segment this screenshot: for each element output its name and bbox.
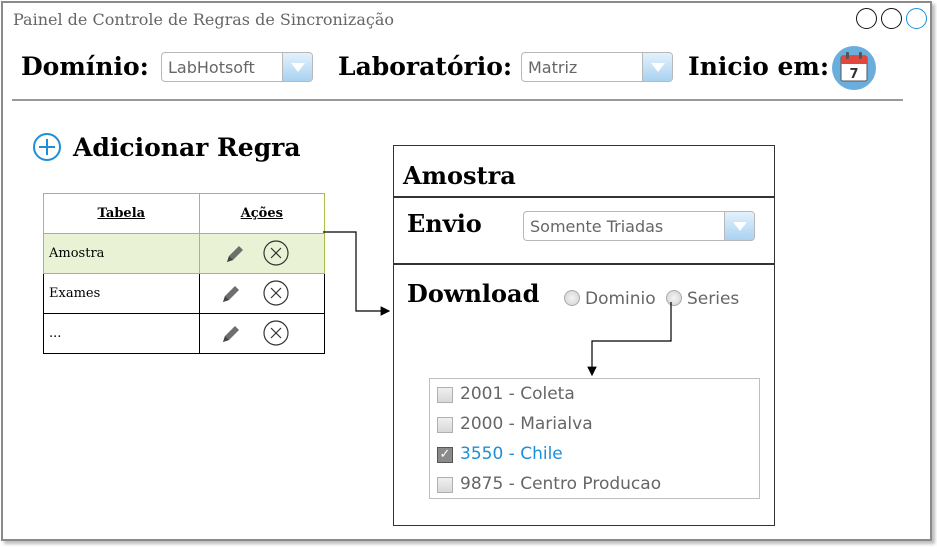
column-header-acoes: Ações <box>198 193 326 234</box>
table-row[interactable]: ... <box>43 313 326 354</box>
laboratorio-label: Laboratório: <box>338 52 513 81</box>
row-name: Amostra <box>43 233 200 274</box>
row-actions <box>198 233 326 274</box>
edit-icon[interactable] <box>220 323 242 345</box>
table-header-row: Tabela Ações <box>43 193 326 234</box>
series-label: 9875 - Centro Producao <box>460 474 662 494</box>
edit-icon[interactable] <box>220 283 242 305</box>
minimize-button[interactable] <box>856 8 877 29</box>
table-row[interactable]: Amostra <box>43 233 326 274</box>
row-actions <box>198 273 326 314</box>
radio-series-label: Series <box>687 289 740 309</box>
maximize-button[interactable] <box>881 8 902 29</box>
chevron-down-icon[interactable] <box>642 53 672 81</box>
delete-icon[interactable] <box>262 240 291 268</box>
download-label: Download <box>407 279 540 308</box>
edit-icon[interactable] <box>224 243 246 265</box>
list-item[interactable]: 2001 - Coleta <box>430 382 759 412</box>
checkbox[interactable] <box>437 387 453 403</box>
series-label: 2001 - Coleta <box>460 384 575 404</box>
rule-detail-panel: Amostra Envio Somente Triadas Download D… <box>393 145 775 526</box>
header-divider <box>12 99 903 101</box>
rules-table: Tabela Ações Amostra Exames <box>43 193 326 354</box>
row-actions <box>198 313 326 354</box>
series-label: 2000 - Marialva <box>460 414 593 434</box>
column-header-tabela: Tabela <box>43 193 200 234</box>
list-item[interactable]: ✓ 3550 - Chile <box>430 442 759 472</box>
radio-series[interactable]: Series <box>666 289 739 309</box>
dominio-select[interactable]: LabHotsoft <box>161 52 313 82</box>
add-rule-label[interactable]: Adicionar Regra <box>73 133 301 162</box>
laboratorio-select[interactable]: Matriz <box>521 52 673 82</box>
window-title: Painel de Controle de Regras de Sincroni… <box>13 10 395 29</box>
radio-icon[interactable] <box>666 290 682 306</box>
checkbox-checked[interactable]: ✓ <box>437 447 453 463</box>
connector-arrows <box>323 231 672 377</box>
list-item[interactable]: 2000 - Marialva <box>430 412 759 442</box>
dominio-label: Domínio: <box>21 52 149 81</box>
inicio-label: Inicio em: <box>688 52 830 81</box>
radio-dominio[interactable]: Dominio <box>564 289 656 309</box>
envio-select[interactable]: Somente Triadas <box>523 211 755 241</box>
checkbox[interactable] <box>437 477 453 493</box>
row-name: ... <box>43 313 200 354</box>
connector-arrow <box>323 231 391 316</box>
calendar-icon: 7 <box>840 52 868 82</box>
connector-arrow <box>587 302 672 377</box>
add-rule-icon[interactable] <box>32 133 64 165</box>
chevron-down-icon[interactable] <box>282 53 312 81</box>
panel-divider <box>394 263 774 265</box>
table-row[interactable]: Exames <box>43 273 326 314</box>
series-label: 3550 - Chile <box>460 444 563 464</box>
close-button[interactable] <box>906 8 927 29</box>
list-item[interactable]: 9875 - Centro Producao <box>430 472 759 502</box>
panel-title: Amostra <box>403 161 516 190</box>
radio-dominio-label: Dominio <box>585 289 656 309</box>
envio-label: Envio <box>407 209 482 238</box>
chevron-down-icon[interactable] <box>724 212 754 240</box>
series-list: 2001 - Coleta 2000 - Marialva ✓ 3550 - Ch… <box>429 378 760 499</box>
delete-icon[interactable] <box>262 280 291 308</box>
row-name: Exames <box>43 273 200 314</box>
calendar-day: 7 <box>849 67 858 82</box>
dominio-value: LabHotsoft <box>168 58 255 77</box>
envio-value: Somente Triadas <box>530 217 664 236</box>
panel-divider <box>394 196 774 198</box>
calendar-button[interactable]: 7 <box>832 46 876 90</box>
title-bar: Painel de Controle de Regras de Sincroni… <box>3 3 930 35</box>
checkbox[interactable] <box>437 417 453 433</box>
laboratorio-value: Matriz <box>528 58 578 77</box>
delete-icon[interactable] <box>262 320 291 348</box>
radio-icon[interactable] <box>564 290 580 306</box>
